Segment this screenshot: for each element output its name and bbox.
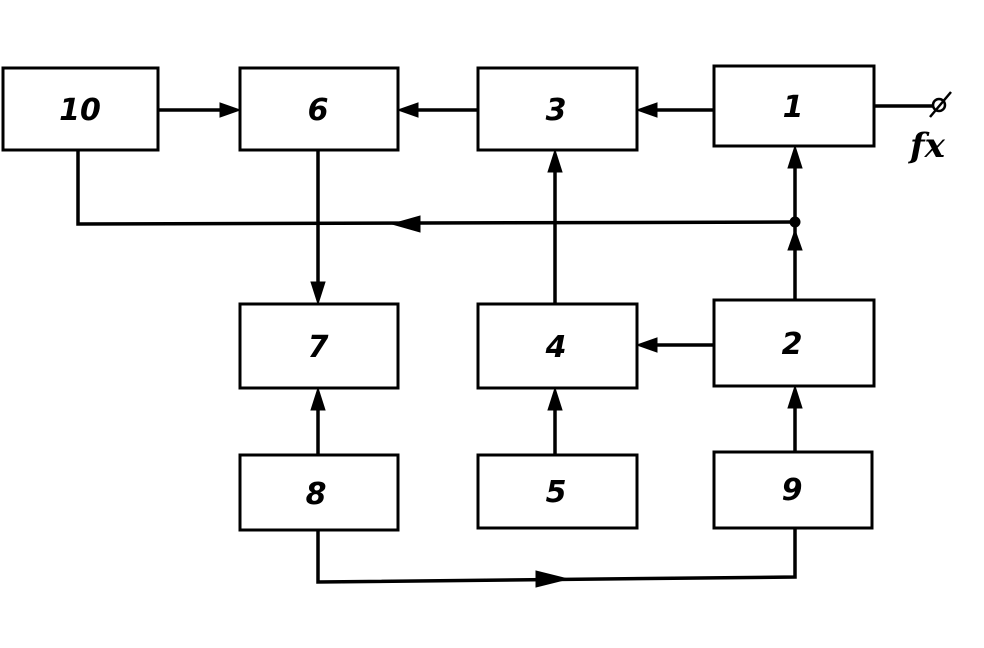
- arrow-left-into-6: [396, 102, 419, 118]
- arrow-left-into-3: [635, 102, 658, 118]
- block-3-label: 3: [546, 93, 567, 128]
- arrowheads: [219, 102, 803, 588]
- block-6-label: 6: [308, 93, 329, 128]
- block-5: 5: [476, 453, 639, 530]
- block-1: 1: [712, 64, 876, 148]
- block-8: 8: [238, 453, 400, 532]
- block-4: 4: [476, 302, 639, 390]
- input-signal-label: fx: [908, 126, 946, 166]
- block-1-label: 1: [783, 90, 804, 125]
- block-9-label: 9: [782, 473, 803, 508]
- arrow-up-into-1: [787, 144, 803, 169]
- block-6: 6: [238, 66, 400, 152]
- arrow-right-into-6: [219, 102, 242, 118]
- block-9: 9: [712, 450, 874, 530]
- block-8-label: 8: [306, 477, 327, 512]
- block-5-label: 5: [546, 475, 567, 510]
- arrow-up-into-2: [787, 384, 803, 409]
- junction-dot: [789, 216, 801, 228]
- block-10: 10: [1, 66, 160, 152]
- block-4-label: 4: [545, 330, 567, 365]
- arrow-up-into-3: [547, 148, 563, 173]
- block-7: 7: [238, 302, 400, 390]
- input-terminal-slash: [929, 91, 952, 118]
- block-2-label: 2: [782, 327, 803, 362]
- arrow-left-into-4: [635, 337, 658, 353]
- block-7-label: 7: [308, 330, 329, 365]
- wire-bus-to-10: [76, 148, 797, 226]
- block-3: 3: [476, 66, 639, 152]
- input-terminal: fx: [908, 91, 952, 166]
- arrow-up-into-7: [310, 386, 326, 411]
- block-10-label: 10: [59, 93, 101, 128]
- arrow-left-on-bus: [390, 215, 421, 233]
- arrow-up-on-2-line: [787, 228, 803, 251]
- arrow-up-into-4: [547, 386, 563, 411]
- wire-8-to-9: [316, 526, 797, 584]
- arrow-down-into-7: [310, 281, 326, 306]
- block-2: 2: [712, 298, 876, 388]
- arrow-right-on-bottom-bus: [535, 570, 569, 588]
